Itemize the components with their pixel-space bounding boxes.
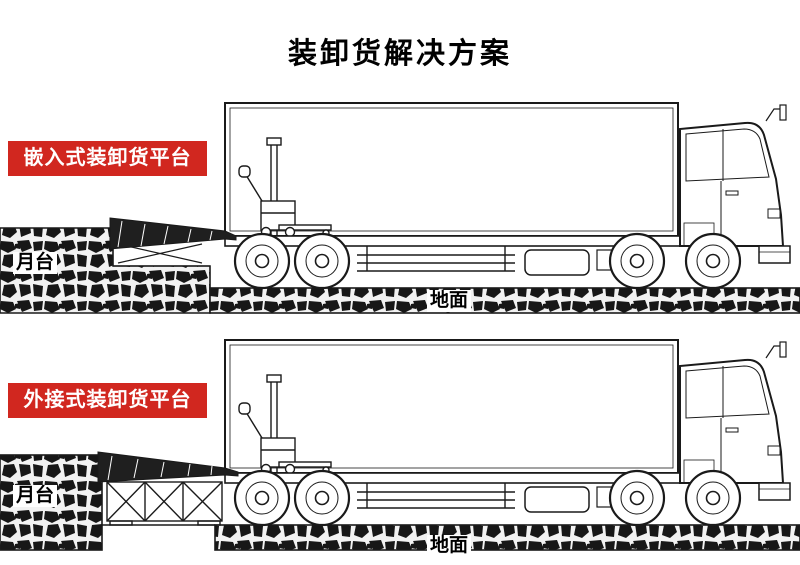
external-platform-frame [106,481,223,526]
truck-bottom [225,340,790,525]
ground-label-top: 地面 [427,290,472,312]
ground-strip-top [209,287,800,314]
truck-top [225,103,790,288]
scene-external [0,340,800,551]
ground-strip-bottom [214,524,800,551]
scene-embedded [0,103,800,314]
dock-leveler-ramp [109,217,237,250]
ground-label-bottom: 地面 [427,535,472,557]
dock-label-top: 月台 [13,252,58,274]
page-title: 装卸货解决方案 [287,38,512,70]
dock-label-bottom: 月台 [13,485,58,507]
badge-external-platform: 外接式装卸货平台 [8,383,207,418]
badge-embedded-platform: 嵌入式装卸货平台 [8,141,207,176]
external-platform-ramp [97,451,239,483]
